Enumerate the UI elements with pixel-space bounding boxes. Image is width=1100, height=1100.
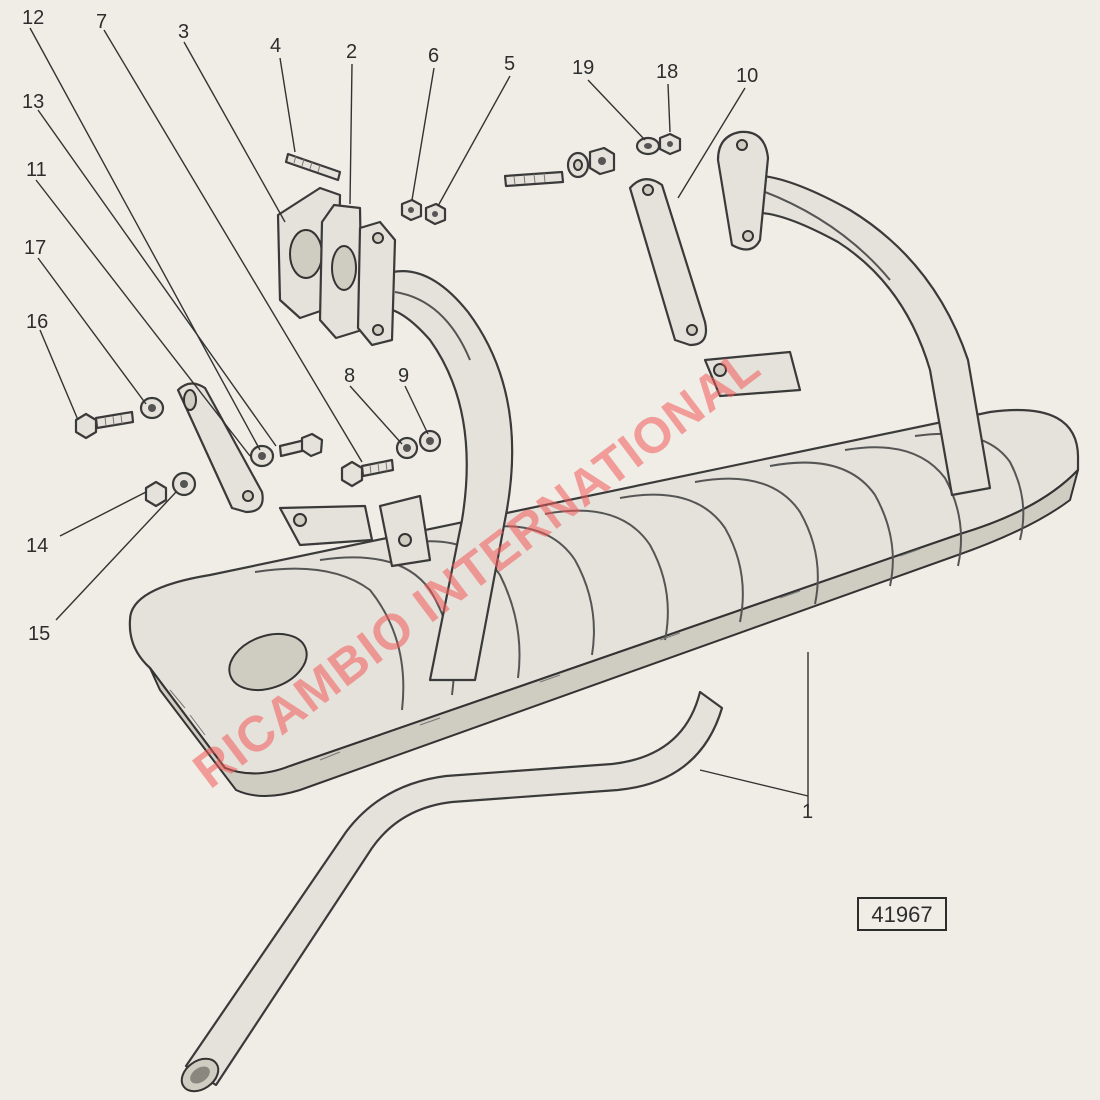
- washer-17: [139, 396, 165, 420]
- callout-7: 7: [96, 11, 107, 33]
- washer-8: [395, 436, 419, 460]
- callout-labels: 12 7 3 4 2 6 5 19 18 10 13 11 17 16 8 9 …: [22, 7, 813, 823]
- callout-15: 15: [28, 623, 50, 645]
- callout-2: 2: [346, 41, 357, 63]
- left-pipe-flange: [356, 220, 397, 347]
- muffler-bracket-left: [278, 494, 432, 568]
- washer-9: [418, 429, 442, 453]
- callout-18: 18: [656, 61, 678, 83]
- stud-right: [503, 146, 616, 188]
- reference-number: 41967: [857, 897, 947, 931]
- bolt-13: [278, 432, 324, 458]
- washer-12: [249, 444, 275, 468]
- inlet-pipe-left: [370, 270, 514, 682]
- callout-16: 16: [26, 311, 48, 333]
- muffler-bracket-right: [703, 350, 802, 398]
- lock-washer-15: [171, 471, 197, 497]
- callout-19: 19: [572, 57, 594, 79]
- callout-6: 6: [428, 45, 439, 67]
- callout-3: 3: [178, 21, 189, 43]
- bolt-16: [74, 410, 135, 440]
- right-pipe-flange: [716, 130, 770, 251]
- callout-14: 14: [26, 535, 48, 557]
- tailpipe: [180, 690, 724, 1093]
- nut-18: [658, 132, 682, 156]
- callout-5: 5: [504, 53, 515, 75]
- leader-lines: [29, 27, 809, 808]
- flange-plate: [318, 203, 364, 340]
- callout-8: 8: [344, 365, 355, 387]
- strap-11: [176, 382, 264, 514]
- callout-17: 17: [24, 237, 46, 259]
- strap-10: [628, 178, 708, 347]
- stud-left: [284, 152, 342, 182]
- callout-1: 1: [802, 801, 813, 823]
- callout-4: 4: [270, 35, 281, 57]
- bolt-7: [340, 458, 395, 488]
- muffler: [128, 408, 1080, 797]
- callout-12: 12: [22, 7, 44, 29]
- reference-number-text: 41967: [871, 902, 932, 927]
- nut-14: [144, 480, 168, 508]
- nut-6: [400, 198, 423, 222]
- callout-13: 13: [22, 91, 44, 113]
- callout-11: 11: [26, 159, 47, 181]
- washer-19: [635, 136, 661, 156]
- callout-10: 10: [736, 65, 758, 87]
- nut-5: [424, 202, 447, 226]
- callout-9: 9: [398, 365, 409, 387]
